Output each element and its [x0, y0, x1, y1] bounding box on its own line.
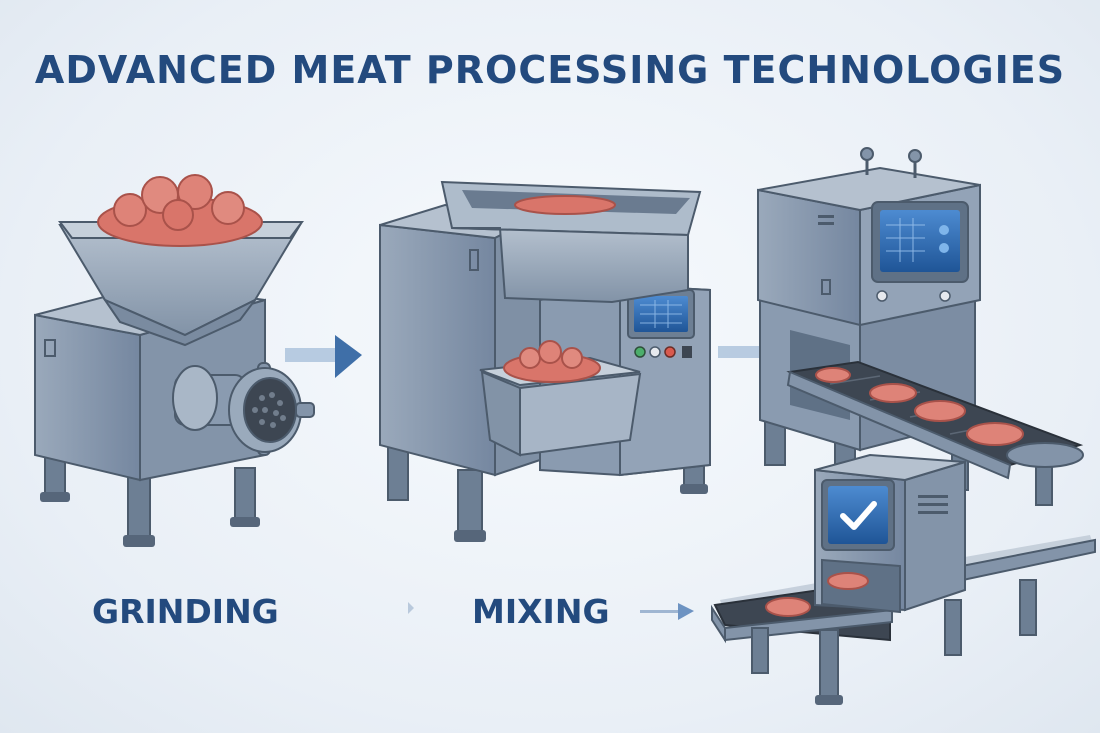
stage-label-mixing: MIXING — [472, 592, 610, 631]
stage-label-grinding: GRINDING — [92, 592, 279, 631]
meat-patty — [815, 367, 1024, 446]
inspection-machine — [711, 453, 1096, 705]
flow-arrow — [408, 602, 414, 614]
flow-arrow — [285, 335, 362, 378]
check-icon — [840, 501, 877, 530]
meat-patty — [765, 572, 869, 617]
flow-arrow — [640, 603, 694, 620]
mixer-machine — [379, 180, 711, 542]
grinder-machine — [34, 174, 315, 547]
forming-machine — [757, 147, 1084, 506]
page-title: ADVANCED MEAT PROCESSING TECHNOLOGIES — [34, 48, 1066, 92]
ground-meat — [97, 174, 263, 247]
